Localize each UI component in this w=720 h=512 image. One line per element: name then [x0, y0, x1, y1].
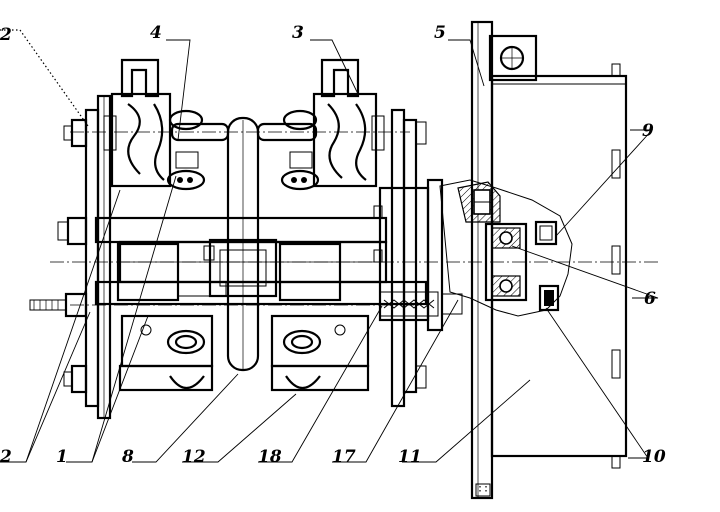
right-frame-plate [373, 108, 444, 408]
callout-12: 12 [182, 447, 206, 467]
leader-lines [0, 29, 659, 463]
threaded-rod [379, 291, 463, 317]
mounting-plate [470, 20, 494, 500]
top-bracket [488, 34, 538, 82]
callout-3: 3 [292, 23, 304, 43]
top-linkage [166, 109, 320, 191]
callout-8: 8 [121, 447, 134, 467]
callout-10: 10 [642, 447, 666, 467]
right-contact-upper [312, 58, 385, 188]
shaft-assembly [94, 216, 428, 306]
flange-elements [534, 220, 560, 312]
left-bolts [29, 118, 88, 394]
callout-2-bottom: 2 [0, 447, 12, 467]
callout-1: 1 [56, 447, 68, 467]
callout-5: 5 [434, 23, 446, 43]
right-contact-lower [270, 242, 370, 392]
left-contact-upper [103, 58, 172, 188]
housing-body [490, 63, 628, 469]
callout-11: 11 [398, 447, 422, 467]
callout-4: 4 [150, 23, 162, 43]
callout-18: 18 [258, 447, 282, 467]
callout-6: 6 [644, 289, 656, 309]
callout-17: 17 [332, 447, 356, 467]
callout-2-top: 2 [0, 25, 12, 45]
left-contact-lower [116, 242, 214, 392]
center-lever [208, 116, 278, 372]
callout-9: 9 [642, 121, 654, 141]
left-frame-plate [84, 94, 112, 420]
cutaway-section [439, 179, 573, 317]
